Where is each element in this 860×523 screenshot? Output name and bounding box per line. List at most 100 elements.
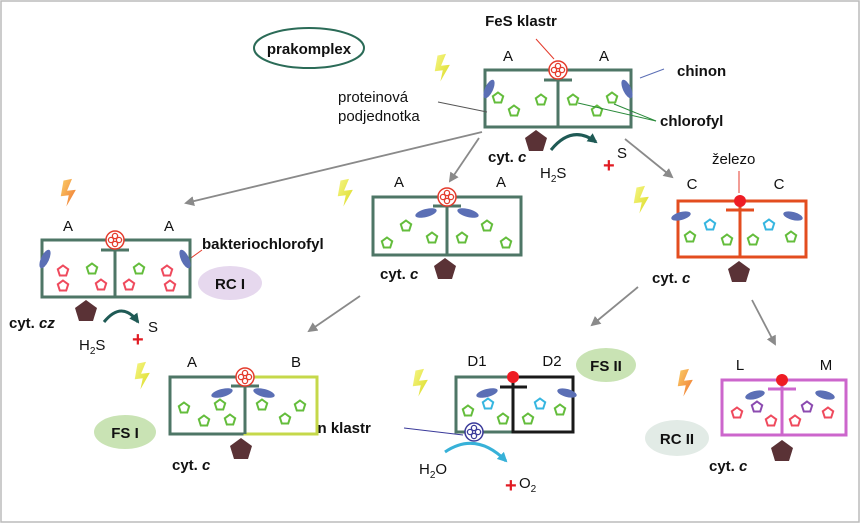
fes-cluster-icon xyxy=(235,367,255,387)
svg-text:+: + xyxy=(603,155,615,177)
complex-rc1: A A cyt. cz H2S + S RC I xyxy=(9,177,262,357)
arrow-to-right xyxy=(624,138,674,179)
svg-text:RC II: RC II xyxy=(660,431,694,448)
svg-text:C: C xyxy=(687,176,698,193)
quinone-icon xyxy=(671,211,691,221)
svg-text:A: A xyxy=(187,354,197,371)
lightning-icon xyxy=(632,184,651,218)
cyt-label: cyt. cz xyxy=(9,315,55,332)
svg-text:M: M xyxy=(820,357,833,374)
fs2-badge: FS II xyxy=(576,348,636,382)
complex-mid: A A cyt. c xyxy=(336,174,523,283)
h2s-label: H2S xyxy=(540,165,566,185)
rc2-badge: RC II xyxy=(645,420,709,456)
reaction-arrow xyxy=(549,133,598,151)
quinone-icon xyxy=(783,211,803,221)
complex-right: C C cyt. c xyxy=(632,176,808,287)
page-title: prakomplex xyxy=(267,41,352,58)
quinone-icon xyxy=(415,208,437,218)
svg-text:B: B xyxy=(291,354,301,371)
complex-proto: A A cyt. c H2S + S xyxy=(433,48,633,185)
quinone-icon xyxy=(476,388,498,398)
quinone-icon xyxy=(39,249,51,269)
svg-text:D1: D1 xyxy=(467,353,486,370)
h2o-label: H2O xyxy=(419,461,447,481)
quinone-icon xyxy=(815,390,835,400)
lightning-icon xyxy=(411,367,430,401)
svg-text:L: L xyxy=(736,357,744,374)
lightning-icon xyxy=(336,177,355,211)
svg-text:S: S xyxy=(617,145,627,162)
complex-fs2: D1 D2 H2O + O2 FS II xyxy=(411,348,636,497)
label-mn-cluster: Mn klastr xyxy=(305,420,371,437)
h2s-label: H2S xyxy=(79,337,105,357)
reaction-arrow xyxy=(102,309,140,324)
svg-text:+: + xyxy=(505,475,517,497)
cytochrome-icon xyxy=(771,440,793,461)
iron-icon xyxy=(776,374,788,386)
svg-text:A: A xyxy=(394,174,404,191)
label-protein-2: podjednotka xyxy=(338,108,420,125)
label-iron: železo xyxy=(712,151,755,168)
o2-label: O2 xyxy=(519,475,537,495)
cyt-label: cyt. c xyxy=(380,266,419,283)
complex-fs1: A B cyt. c FS I xyxy=(94,354,319,474)
svg-text:C: C xyxy=(774,176,785,193)
quinone-icon xyxy=(179,249,191,269)
evolution-arrows xyxy=(184,131,776,346)
label-chlorophyll: chlorofyl xyxy=(660,113,723,130)
quinone-icon xyxy=(745,390,765,400)
cyt-label: cyt. c xyxy=(652,270,691,287)
fs1-badge: FS I xyxy=(94,415,156,449)
arrow-to-rc1 xyxy=(184,131,483,206)
lightning-icon xyxy=(433,52,452,86)
svg-text:+: + xyxy=(132,329,144,351)
svg-text:A: A xyxy=(496,174,506,191)
arrow-to-fs1 xyxy=(307,295,361,333)
cyt-label: cyt. c xyxy=(709,458,748,475)
iron-icon xyxy=(734,195,746,207)
arrow-to-rc2 xyxy=(751,299,776,346)
svg-text:A: A xyxy=(164,218,174,235)
complex-rc2: L M cyt. c RC II xyxy=(645,357,848,475)
cyt-label: cyt. c xyxy=(172,457,211,474)
quinone-icon xyxy=(457,208,479,218)
label-fes-cluster: FeS klastr xyxy=(485,13,557,30)
lightning-icon xyxy=(59,177,78,211)
prakomplex-badge: prakomplex xyxy=(253,27,365,69)
svg-text:A: A xyxy=(63,218,73,235)
svg-text:D2: D2 xyxy=(542,353,561,370)
svg-text:RC I: RC I xyxy=(215,276,245,293)
fes-cluster-icon xyxy=(548,60,568,80)
arrow-to-fs2 xyxy=(590,286,639,327)
reaction-arrow xyxy=(444,441,508,463)
label-bacteriochlorophyll: bakteriochlorofyl xyxy=(202,236,324,253)
arrow-to-mid xyxy=(448,137,480,183)
svg-text:S: S xyxy=(148,319,158,336)
svg-text:A: A xyxy=(599,48,609,65)
rc1-badge: RC I xyxy=(198,266,262,300)
mn-cluster-icon xyxy=(464,422,484,442)
cytochrome-icon xyxy=(75,300,97,321)
quinone-icon xyxy=(621,79,633,99)
quinone-icon xyxy=(253,388,275,398)
cyt-label: cyt. c xyxy=(488,149,527,166)
quinone-icon xyxy=(483,79,495,99)
quinone-icon xyxy=(557,388,577,398)
fes-cluster-icon xyxy=(437,187,457,207)
svg-text:A: A xyxy=(503,48,513,65)
cytochrome-icon xyxy=(525,130,547,151)
svg-text:FS I: FS I xyxy=(111,425,139,442)
cytochrome-icon xyxy=(230,438,252,459)
lightning-icon xyxy=(133,360,152,394)
quinone-icon xyxy=(211,388,233,398)
label-quinone: chinon xyxy=(677,63,726,80)
fes-cluster-icon xyxy=(105,230,125,250)
cytochrome-icon xyxy=(434,258,456,279)
cytochrome-icon xyxy=(728,261,750,282)
label-protein-1: proteinová xyxy=(338,89,409,106)
svg-text:FS II: FS II xyxy=(590,358,622,375)
iron-icon xyxy=(507,371,519,383)
